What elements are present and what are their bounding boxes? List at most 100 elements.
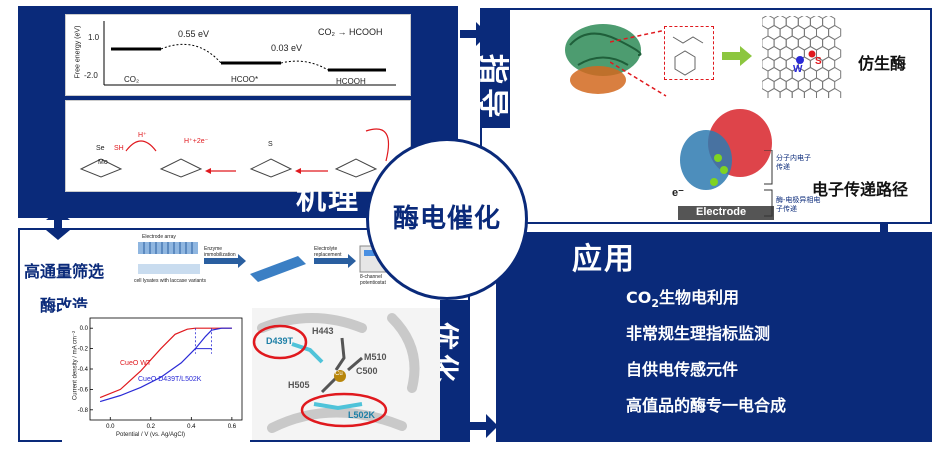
lsv-ylabel: Current density / mA cm⁻² <box>72 330 79 401</box>
lsv-xtick-label: 0.4 <box>187 424 196 430</box>
lsv-ytick-label: -0.4 <box>78 367 89 373</box>
lsv-ytick-label: -0.8 <box>78 408 89 414</box>
application-item-0: 生物电利用 <box>659 288 740 307</box>
mechanism-label: 机理 <box>296 182 360 217</box>
atom-w: W <box>793 64 803 75</box>
scheme-mo: Mo <box>98 159 108 166</box>
energy-ylabel: Free energy (eV) <box>74 25 82 79</box>
scheme-arrowheads <box>205 168 301 174</box>
sulfur-atom <box>808 50 816 58</box>
active-site-structure: H443 M510 C500 H505 D439T L502K Cu <box>252 308 440 440</box>
center-circle <box>366 138 528 300</box>
metal-cu: Cu <box>335 371 343 377</box>
graphene-hexagon <box>803 87 817 98</box>
copper-center <box>334 370 346 382</box>
res-h443: H443 <box>312 326 334 336</box>
lsv-xlabel: Potential / V (vs. Ag/AgCl) <box>116 432 186 438</box>
residue-sticks <box>291 342 363 411</box>
electrode-label: Electrode <box>696 206 747 218</box>
arrow-guide-to-application <box>872 222 896 250</box>
barrier-2 <box>280 60 329 71</box>
flow-plate-top: Electrode array <box>142 234 176 240</box>
screening-label: 高通量筛选 <box>24 262 105 281</box>
graphene-hexagon <box>816 87 830 98</box>
graphene-hexagon <box>767 87 781 98</box>
species-hcooh: HCOOH <box>336 77 366 86</box>
application-item-1: 非常规生理指标监测 <box>626 324 771 343</box>
graphene-hexagon <box>791 87 805 98</box>
catalytic-scheme: Se SH Mo S H⁺+2e⁻ H⁺ <box>65 100 411 192</box>
green-arrow-icon <box>722 46 752 66</box>
scheme-svg <box>79 128 390 178</box>
application-list: CO2生物电利用 非常规生理指标监测 自供电传感元件 高值品的酶专一电合成 <box>626 284 906 434</box>
optimization-side-bar <box>440 300 470 442</box>
electron-label: e⁻ <box>672 187 684 199</box>
transfer-path-label: 电子传递路径 <box>812 180 909 199</box>
scheme-h2e: H⁺+2e⁻ <box>184 138 209 145</box>
screening-workflow: Electrode array Enzyme immobilization El… <box>134 234 398 294</box>
lsv-ytick-label: -0.6 <box>78 387 89 393</box>
center-title: 酶电催化 <box>392 204 501 234</box>
scheme-arrows <box>125 128 390 172</box>
graphene-lattice-icon <box>762 16 842 98</box>
flow-step2: Electrolyte replacement <box>314 246 342 258</box>
scheme-s: S <box>268 141 273 148</box>
energy-ytick-top: 1.0 <box>88 33 100 42</box>
barrier1-label: 0.55 eV <box>178 29 210 39</box>
reaction-label: CO₂ → HCOOH <box>318 27 383 37</box>
protein-structure-icon <box>565 24 642 94</box>
immobilized-plate <box>250 256 306 282</box>
barrier-1 <box>160 43 222 64</box>
bracket-lines <box>764 150 773 217</box>
arrow-optimization-to-application <box>470 414 498 438</box>
lsv-xtick-label: 0.6 <box>228 424 237 430</box>
graphene-hexagon <box>828 87 842 98</box>
arrow-mechanism-to-guide <box>460 22 488 46</box>
lsv-xtick-label: 0.2 <box>147 424 156 430</box>
application-item-3: 高值品的酶专一电合成 <box>626 396 787 415</box>
atom-s: S <box>815 56 822 67</box>
species-hcoo: HCOO* <box>231 75 259 84</box>
res-l502k: L502K <box>348 410 376 420</box>
flow-plate-bottom: cell lysates with laccase variants <box>134 278 206 284</box>
application-item-2: 自供电传感元件 <box>626 360 739 379</box>
lsv-series-1 <box>99 327 232 403</box>
co2-subscript: 2 <box>651 297 659 311</box>
barrier2-label: 0.03 eV <box>271 43 303 53</box>
scheme-hplus: H⁺ <box>138 132 147 139</box>
application-item-co2: CO2生物电利用 <box>626 284 739 310</box>
energy-diagram-svg <box>103 21 396 86</box>
scheme-complexes <box>79 158 378 178</box>
electrode-bar: Electrode <box>678 206 774 220</box>
guide-side-bar <box>480 8 510 128</box>
lsv-legend-mut: CueO D439T/L502K <box>138 376 202 383</box>
energy-diagram: Free energy (eV) 1.0 -2.0 0.55 eV 0.03 e… <box>65 14 411 96</box>
lsv-legend-wt: CueO WT <box>120 360 152 367</box>
lsv-ytick-label: 0.0 <box>80 326 89 332</box>
highlight-circle-l502k <box>300 392 388 428</box>
graphene-hexagon <box>779 87 793 98</box>
hetero-transfer-label: 酶-电极异相电子传递 <box>776 197 821 213</box>
species-co2: CO₂ <box>124 75 140 84</box>
co2-prefix: CO <box>626 288 652 307</box>
res-m510: M510 <box>364 352 387 362</box>
arrow-mechanism-optimization <box>46 210 70 240</box>
electrode-array-plate <box>136 242 200 274</box>
active-site-zoom <box>664 26 714 80</box>
lsv-ytick-label: -0.2 <box>78 347 89 353</box>
workflow-arrow-1 <box>204 254 246 268</box>
intra-transfer-label: 分子内电子传递 <box>776 155 811 171</box>
tungsten-atom <box>796 56 804 64</box>
flow-device: 8-channel potentiostat <box>360 274 386 286</box>
scheme-se: Se <box>96 145 105 152</box>
lsv-frame <box>89 317 243 421</box>
energy-ytick-bottom: -2.0 <box>84 71 98 80</box>
lsv-series-0 <box>99 327 232 399</box>
application-panel <box>496 232 932 442</box>
biomimetic-label: 仿生酶 <box>858 54 907 73</box>
workflow-arrow-2 <box>314 254 356 268</box>
flow-step1: Enzyme immobilization <box>204 246 236 258</box>
highlight-circle-d439t <box>252 324 308 360</box>
